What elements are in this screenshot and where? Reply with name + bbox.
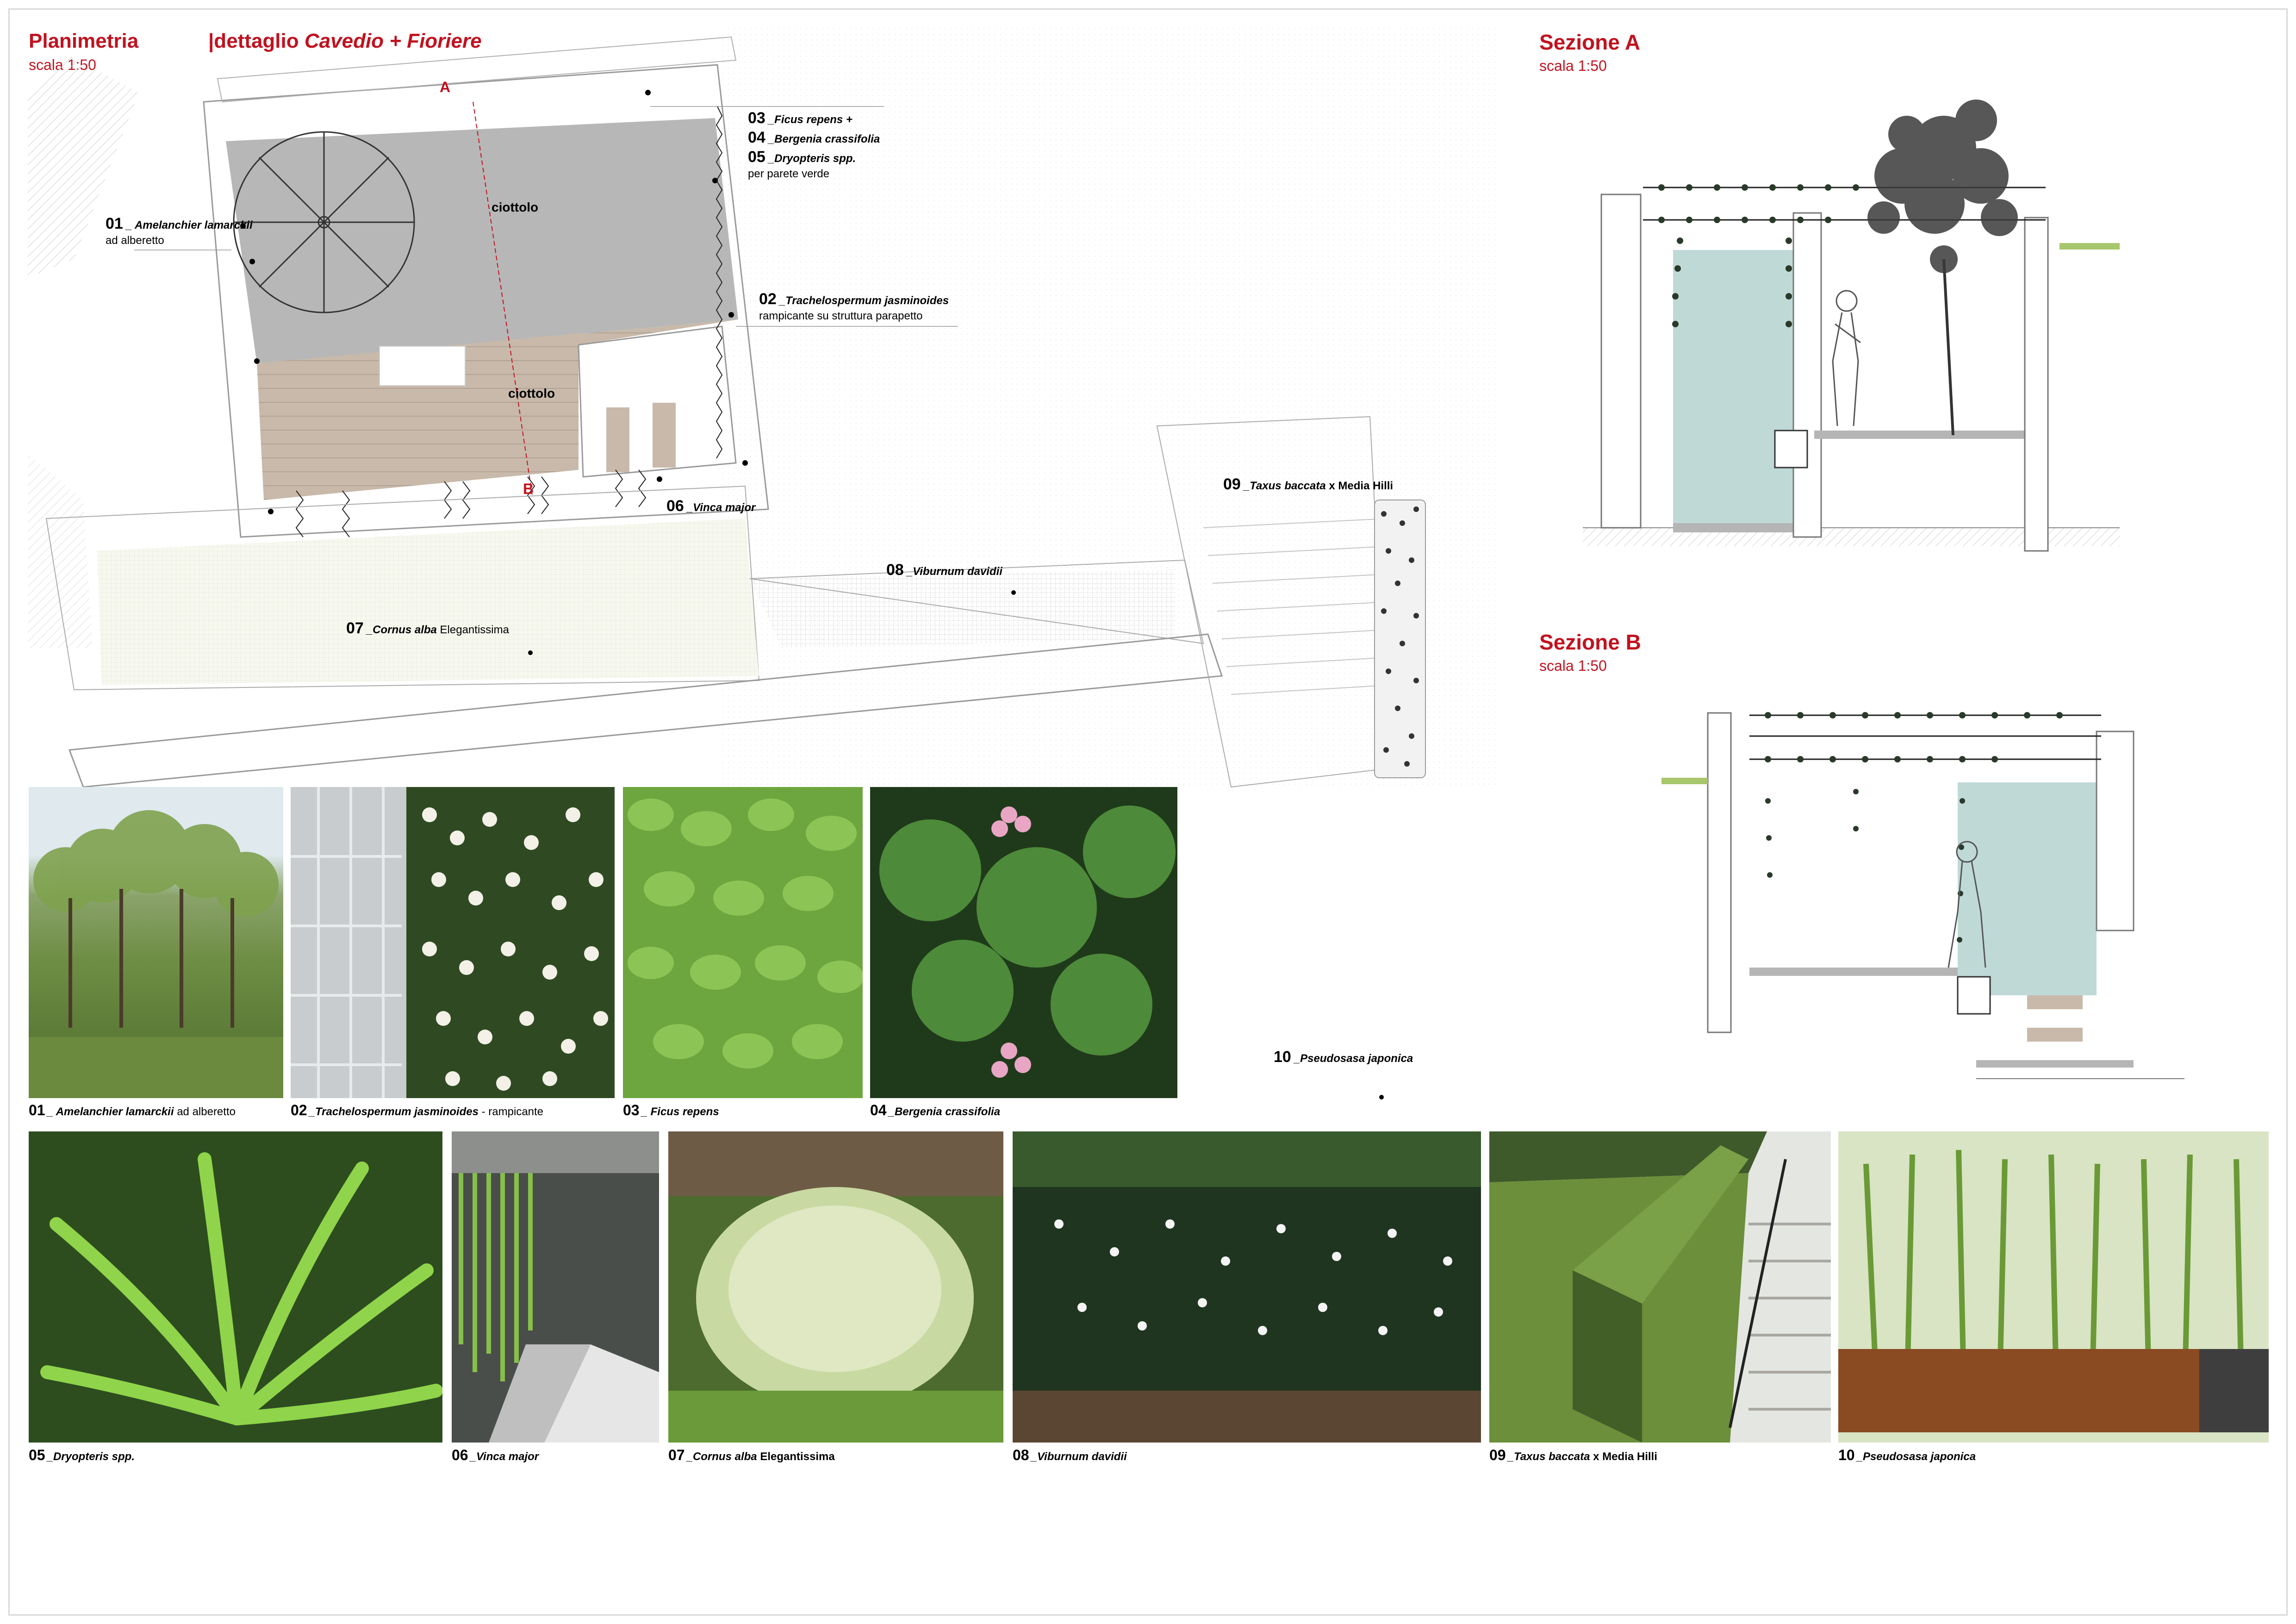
plan-label-06: 06_Vinca major <box>666 497 756 515</box>
caption-10: 10_Pseudosasa japonica <box>1838 1447 1976 1463</box>
caption-09: 09_Taxus baccata x Media Hilli <box>1489 1447 1657 1463</box>
material-label-ciottolo-1: ciottolo <box>492 200 539 214</box>
photo-taxus <box>1489 1131 1831 1443</box>
plan-label-03: 03_Ficus repens + <box>748 109 852 127</box>
section-mark-a: A <box>440 79 451 95</box>
caption-04: 04_Bergenia crassifolia <box>870 1102 1001 1118</box>
caption-05: 05_Dryopteris spp. <box>29 1447 135 1463</box>
section-b-drawing <box>1661 712 2184 1079</box>
caption-03: 03_ Ficus repens <box>623 1102 719 1118</box>
caption-06: 06_Vinca major <box>452 1447 539 1463</box>
photo-pseudosasa <box>1838 1131 2269 1443</box>
photo-vinca <box>452 1131 659 1443</box>
photo-ficus <box>623 787 863 1098</box>
section-mark-b: B <box>523 481 534 497</box>
section-b-scale: scala 1:50 <box>1539 657 1607 674</box>
plan-label-07: 07_Cornus alba Elegantissima <box>346 619 509 637</box>
plan-detail-title: |dettaglio Cavedio + Fioriere <box>208 30 482 52</box>
material-label-ciottolo-2: ciottolo <box>508 386 555 400</box>
photo-cornus <box>668 1131 1003 1443</box>
photo-trachelospermum <box>291 787 615 1098</box>
caption-01: 01_ Amelanchier lamarckii ad alberetto <box>29 1102 236 1118</box>
section-a-scale: scala 1:50 <box>1539 57 1607 74</box>
plan-label-04: 04_Bergenia crassifolia <box>748 129 880 146</box>
drawing-sheet <box>8 8 2288 1616</box>
section-a-title: Sezione A <box>1539 30 1641 54</box>
plan-label-08: 08_Viburnum davidii <box>886 561 1002 579</box>
plan-label-10: 10_Pseudosasa japonica <box>1274 1048 1413 1066</box>
site-plan-drawing <box>28 28 1500 1099</box>
photo-dryopteris <box>29 1131 442 1443</box>
photo-viburnum <box>1013 1131 1481 1443</box>
caption-02: 02_Trachelospermum jasminoides - rampica… <box>291 1102 544 1118</box>
section-a-drawing <box>1583 100 2120 552</box>
caption-07: 07_Cornus alba Elegantissima <box>668 1447 835 1463</box>
caption-08: 08_Viburnum davidii <box>1013 1447 1127 1463</box>
plan-title: Planimetria <box>29 30 139 52</box>
photo-bergenia <box>870 787 1177 1098</box>
section-b-title: Sezione B <box>1539 630 1641 654</box>
plan-label-05: 05_Dryopteris spp.per parete verde <box>748 148 856 180</box>
photo-amelanchier <box>29 787 283 1098</box>
plan-label-09: 09_Taxus baccata x Media Hilli <box>1223 475 1394 493</box>
